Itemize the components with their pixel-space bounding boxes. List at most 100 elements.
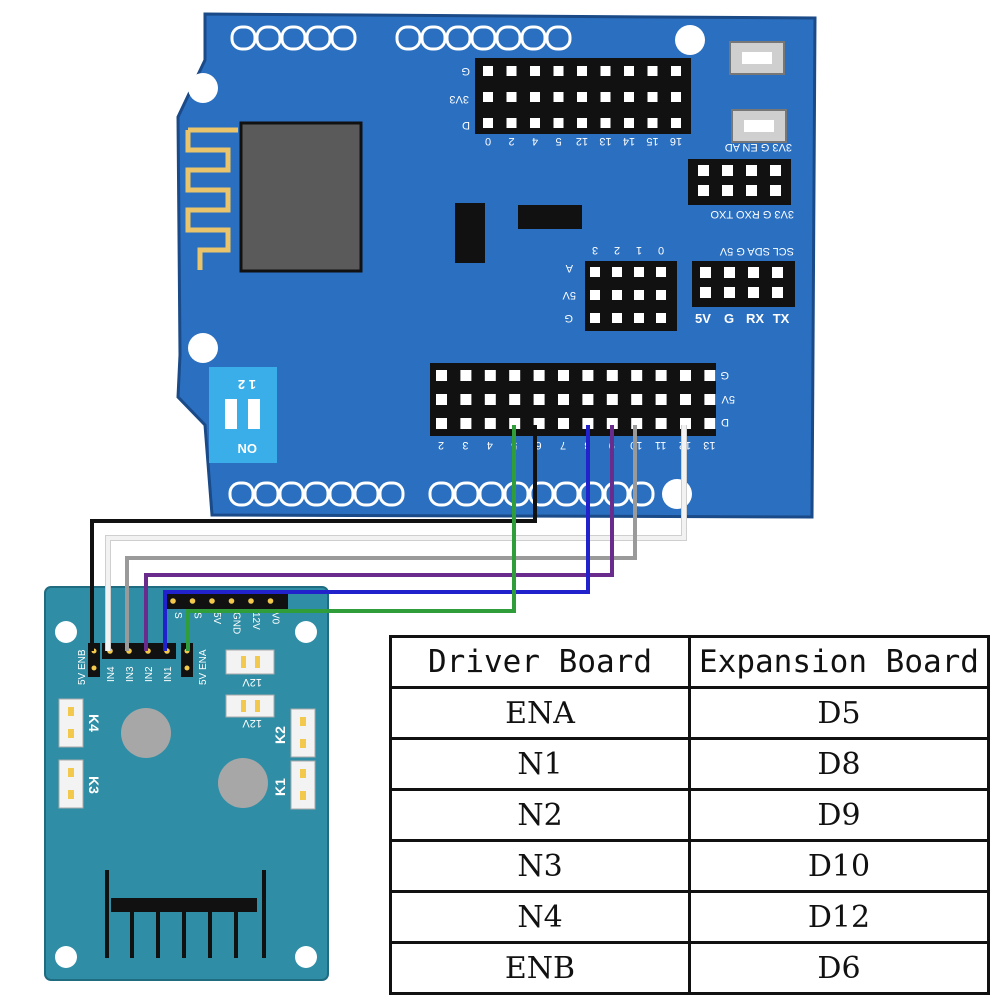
enb-label: 5V ENB: [77, 649, 88, 685]
header-label: GND: [231, 612, 242, 634]
pin: [68, 790, 74, 799]
header-pin: [533, 370, 545, 381]
header-pin: [772, 267, 783, 278]
table-cell: N2: [389, 788, 691, 842]
pin: [255, 700, 260, 712]
header-pin: [483, 66, 493, 76]
header-label: S: [192, 612, 203, 619]
castellated-pad: [470, 25, 497, 51]
header-pin: [700, 287, 711, 298]
dip-switch-on-label: ON: [238, 441, 258, 456]
header-pin: [530, 66, 540, 76]
castellated-pad: [378, 481, 405, 507]
header-pin: [483, 92, 493, 102]
header-pin: [704, 418, 716, 429]
castellated-pads: [395, 25, 572, 51]
header-pin: [722, 165, 733, 176]
connection-wires: [90, 425, 687, 651]
header-label: 5V: [721, 393, 735, 405]
header-pin: [612, 290, 622, 300]
wire-in2: [144, 425, 614, 651]
table-cell: ENA: [389, 686, 691, 740]
pin-number: 6: [536, 439, 542, 451]
pin: [248, 598, 254, 604]
table-header-expansion-board: Expansion Board: [688, 635, 990, 689]
table-cell: N4: [389, 890, 691, 944]
castellated-pad: [428, 481, 455, 507]
castellated-pad: [303, 481, 330, 507]
pin: [184, 665, 190, 671]
pin-number: 13: [703, 439, 715, 451]
pin-number: 3: [592, 244, 598, 256]
header-label: G: [461, 65, 470, 77]
header-pin: [606, 394, 618, 405]
castellated-pads: [228, 481, 405, 507]
header-pin: [577, 66, 587, 76]
header-pin: [533, 418, 545, 429]
button-cap: [744, 120, 774, 132]
motor-connector-k2: [290, 708, 316, 758]
enb-jumper: [88, 643, 100, 677]
header-pin: [772, 287, 783, 298]
header-pin: [624, 92, 634, 102]
wire-in1: [163, 425, 590, 651]
header-pin: [655, 370, 667, 381]
header-pin: [530, 92, 540, 102]
castellated-pad: [278, 481, 305, 507]
header-pin: [634, 267, 644, 277]
pin-number: 1: [636, 244, 642, 256]
pin-number: 2: [614, 244, 620, 256]
mounting-hole: [662, 479, 692, 509]
header-pin: [671, 66, 681, 76]
pin: [300, 739, 306, 748]
header-pin: [722, 185, 733, 196]
castellated-pad: [628, 481, 655, 507]
pin: [300, 769, 306, 778]
pin-number: 14: [623, 135, 635, 147]
header-pin: [600, 118, 611, 128]
header-label: 5V: [562, 289, 576, 301]
power-connector: [225, 694, 275, 718]
header-pin: [671, 92, 681, 102]
pin: [228, 598, 235, 604]
header-pin: [647, 66, 658, 76]
pin-number: 2: [508, 135, 514, 147]
castellated-pad: [553, 481, 580, 507]
pin: [68, 768, 74, 777]
ic-chip: [455, 203, 485, 263]
castellated-pad: [280, 25, 307, 51]
header-pin: [484, 370, 496, 381]
header-pin: [460, 370, 472, 381]
pin-number: 13: [599, 135, 611, 147]
header-pin: [671, 118, 681, 128]
header-pin: [680, 394, 691, 405]
pin-number: 3: [462, 439, 468, 451]
pin: [300, 791, 306, 800]
serial-pin-label: TX: [773, 311, 790, 326]
pin: [267, 598, 274, 604]
header-label: SCL SDA G 5V: [719, 245, 794, 257]
header-label: 3V3 G EN AD: [725, 141, 792, 153]
header-label: V0: [270, 612, 281, 625]
pin-number: 11: [655, 439, 666, 451]
motor-connector-k4: [58, 698, 84, 748]
header-pin: [582, 418, 594, 429]
castellated-pad: [305, 25, 332, 51]
header-pin: [590, 290, 600, 300]
serial-pin-label: G: [724, 311, 734, 326]
castellated-pad: [330, 25, 357, 51]
motor-label-k2: K2: [272, 726, 288, 744]
mounting-hole: [295, 621, 317, 643]
header-label: G: [720, 369, 729, 381]
castellated-pad: [228, 481, 255, 507]
header-pin: [612, 313, 622, 323]
motor-label-k3: K3: [86, 776, 102, 794]
pin: [300, 717, 306, 726]
header-pin: [748, 267, 759, 278]
header-pin: [600, 66, 611, 76]
header-label: 3V3 G RXO TXO: [710, 208, 794, 220]
motor-connector-k1: [290, 760, 316, 810]
